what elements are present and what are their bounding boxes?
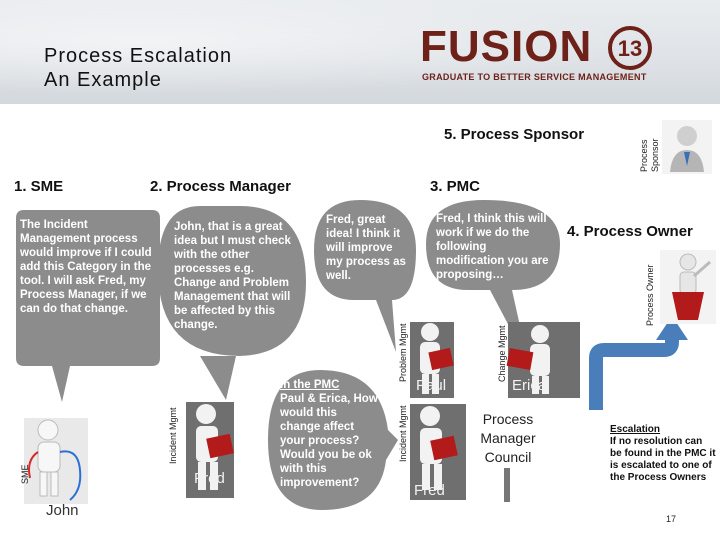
- logo-badge: 13: [608, 26, 652, 70]
- erica-figure: [506, 322, 580, 398]
- john-label: John: [46, 502, 79, 519]
- process-sponsor-label-line-1: Process: [639, 139, 649, 172]
- john-figure: [24, 418, 88, 504]
- paul-figure: [410, 322, 454, 398]
- escalation-note-text: If no resolution can be found in the PMC…: [610, 436, 716, 483]
- paul-speech-bubble: [314, 200, 416, 352]
- pmc-bubble-title: In the PMC: [280, 379, 340, 391]
- page-title: Process Escalation An Example: [44, 44, 232, 92]
- escalation-arrow: [589, 338, 679, 410]
- logo-tagline: GRADUATE TO BETTER SERVICE MANAGEMENT: [422, 72, 647, 82]
- process-sponsor-figure: [662, 120, 712, 174]
- page-number: 17: [666, 514, 677, 524]
- title-line-1: Process Escalation: [44, 45, 233, 67]
- logo-word: FUSION: [420, 22, 593, 71]
- sme-role-label: SME: [20, 464, 30, 484]
- fred-pmc-label: Fred: [414, 482, 445, 499]
- process-sponsor-label-line-2: Sponsor: [650, 138, 660, 172]
- step-pmc: 3. PMC: [430, 178, 481, 195]
- pmc-bubble-text: In the PMC Paul & Erica, How would this …: [280, 378, 380, 490]
- fusion13-logo: FUSION 13 GRADUATE TO BETTER SERVICE MAN…: [420, 22, 665, 88]
- fred-speech-bubble: [158, 206, 306, 400]
- step-process-owner: 4. Process Owner: [567, 223, 693, 240]
- process-sponsor-role-label: Process Sponsor: [638, 120, 662, 174]
- problem-mgmt-role-label: Problem Mgmt: [398, 323, 408, 382]
- escalation-note-title: Escalation: [610, 424, 661, 435]
- paul-label: Paul: [416, 377, 447, 394]
- title-line-2: An Example: [44, 69, 162, 91]
- council-sign-text: Process Manager Council: [472, 410, 544, 467]
- fred-pmc-figure: [410, 404, 466, 500]
- sme-speech-bubble: [16, 210, 160, 402]
- paul-bubble-text: Fred, great idea! I think it will improv…: [326, 214, 406, 282]
- incident-mgmt-pmc-role-label: Incident Mgmt: [398, 405, 408, 462]
- step-process-manager: 2. Process Manager: [150, 178, 291, 195]
- escalation-arrow-head: [656, 316, 688, 340]
- header-shade: [0, 0, 720, 104]
- council-line-2: Manager: [480, 430, 536, 446]
- council-line-1: Process: [482, 411, 534, 427]
- sme-bubble-text: The Incident Management process would im…: [20, 219, 152, 315]
- step-process-sponsor: 5. Process Sponsor: [444, 126, 585, 143]
- fred-label: Fred: [194, 470, 225, 487]
- council-sign: [472, 406, 544, 502]
- logo-number: 13: [618, 36, 642, 61]
- process-owner-figure: [660, 250, 716, 324]
- erica-bubble-text: Fred, I think this will work if we do th…: [436, 213, 549, 281]
- fred-figure: [186, 402, 234, 498]
- pmc-bubble-body: Paul & Erica, How would this change affe…: [280, 393, 378, 489]
- incident-mgmt-role-label: Incident Mgmt: [168, 407, 178, 464]
- council-line-3: Council: [484, 449, 532, 465]
- erica-label: Erica: [512, 377, 547, 394]
- escalation-note: Escalation If no resolution can be found…: [610, 424, 716, 484]
- process-owner-role-label: Process Owner: [645, 264, 655, 326]
- change-mgmt-role-label: Change Mgmt: [497, 325, 507, 382]
- pmc-speech-bubble: [268, 370, 398, 510]
- fred-bubble-text: John, that is a great idea but I must ch…: [174, 221, 291, 331]
- erica-speech-bubble: [426, 200, 560, 362]
- step-sme: 1. SME: [14, 178, 64, 195]
